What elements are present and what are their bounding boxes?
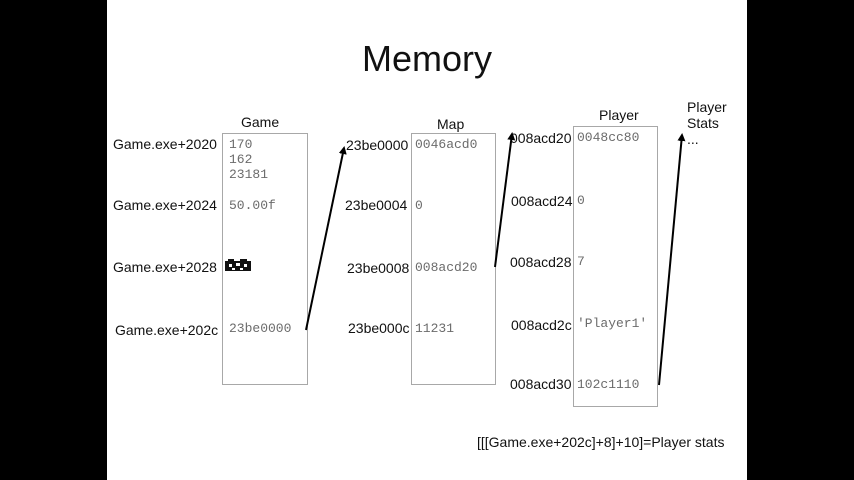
map-address-000c: 23be000c bbox=[348, 320, 410, 336]
page-title: Memory bbox=[362, 38, 493, 79]
player-address-2c: 008acd2c bbox=[511, 317, 572, 333]
player-stats-ellipsis: ... bbox=[687, 131, 699, 147]
map-value-0000: 0046acd0 bbox=[415, 137, 478, 152]
game-value-2020-a: 170 bbox=[229, 137, 253, 152]
player-value-2c: 'Player1' bbox=[577, 316, 648, 331]
player-memory-box bbox=[573, 126, 658, 407]
game-address-202c: Game.exe+202c bbox=[115, 322, 219, 338]
map-value-0008: 008acd20 bbox=[415, 260, 478, 275]
player-value-28: 7 bbox=[577, 254, 585, 269]
player-heading: Player bbox=[599, 107, 639, 123]
player-address-28: 008acd28 bbox=[510, 254, 572, 270]
player-value-24: 0 bbox=[577, 193, 585, 208]
game-value-202c: 23be0000 bbox=[229, 321, 292, 336]
player-value-20: 0048cc80 bbox=[577, 130, 640, 145]
pointer-path-formula: [[[Game.exe+202c]+8]+10]=Player stats bbox=[477, 434, 725, 450]
player-address-30: 008acd30 bbox=[510, 376, 572, 392]
game-memory-box bbox=[222, 133, 308, 385]
map-value-0004: 0 bbox=[415, 198, 423, 213]
arrow-player-to-stats bbox=[658, 133, 686, 386]
player-address-20: 008acd20 bbox=[510, 130, 572, 146]
bitmap-sprite-icon bbox=[225, 259, 251, 271]
player-value-30: 102c1110 bbox=[577, 377, 640, 392]
map-address-0008: 23be0008 bbox=[347, 260, 410, 276]
game-value-2020-c: 23181 bbox=[229, 167, 269, 182]
map-address-0004: 23be0004 bbox=[345, 197, 408, 213]
game-value-2020-b: 162 bbox=[229, 152, 253, 167]
player-address-24: 008acd24 bbox=[511, 193, 573, 209]
arrow-game-to-map bbox=[305, 146, 347, 331]
game-heading: Game bbox=[241, 114, 280, 130]
slide: Memory Game Game.exe+2020 170 162 23181 … bbox=[107, 0, 747, 480]
arrow-map-to-player bbox=[494, 132, 516, 268]
map-value-000c: 11231 bbox=[415, 321, 455, 336]
game-value-2024: 50.00f bbox=[229, 198, 276, 213]
map-address-0000: 23be0000 bbox=[346, 137, 409, 153]
player-stats-label-line1: Player bbox=[687, 99, 727, 115]
game-address-2024: Game.exe+2024 bbox=[113, 197, 217, 213]
player-stats-label-line2: Stats bbox=[687, 115, 719, 131]
game-address-2020: Game.exe+2020 bbox=[113, 136, 217, 152]
map-heading: Map bbox=[437, 116, 465, 132]
map-memory-box bbox=[411, 133, 496, 385]
game-address-2028: Game.exe+2028 bbox=[113, 259, 217, 275]
